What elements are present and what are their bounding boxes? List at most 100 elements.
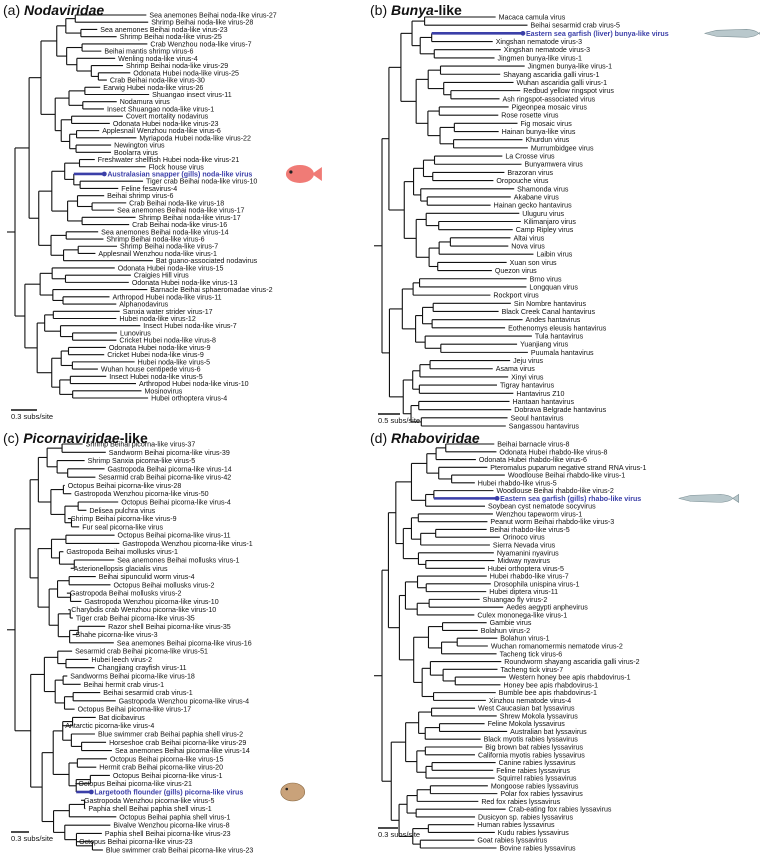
tip-label: Aedes aegypti anphevirus (506, 604, 588, 612)
tip-label: Bolahun virus-2 (481, 627, 530, 635)
tip-label: Sea anemones Beihai picorna-like virus-1… (117, 639, 252, 647)
tip-label: Shamonda virus (517, 185, 569, 193)
tip-label: Hubei leech virus-2 (91, 656, 152, 664)
tip-label: Big brown bat rabies lyssavirus (485, 744, 583, 752)
tip-label: West Caucasian bat lyssavirus (478, 705, 575, 713)
tip-label: Gastropoda Wenzhou picorna-like virus-10 (84, 598, 218, 606)
tip-label: Crab Beihai noda-like virus-16 (132, 221, 227, 229)
tip-label: Hubei noda-like virus-5 (138, 358, 211, 366)
garfish-icon (704, 29, 760, 38)
tip-label: Asterionellopsis glacialis virus (74, 565, 168, 573)
tip-label: Tigray hantavirus (500, 382, 555, 390)
tip-label: Honey bee apis rhabdovirus-1 (503, 681, 598, 689)
tip-label: Beihai mantis shrimp virus-6 (104, 48, 193, 56)
tip-label: Beihai sesarmid crab virus-1 (103, 689, 193, 697)
panel-a-nodaviridae: (a) Nodaviridae Sea anemones Beihai noda… (3, 2, 375, 422)
tip-label: Xingshan nematode virus-3 (504, 46, 590, 54)
flounder-fish-icon (280, 782, 306, 802)
tip-label: Xinzhou nematode virus-4 (489, 697, 571, 705)
tip-label: Lunovirus (120, 329, 151, 337)
tip-label: Feline rabies lyssavirus (496, 767, 570, 775)
tip-label: Cricket Hubei noda-like virus-9 (107, 351, 204, 359)
tip-label: Wuhan house centipede virus-6 (101, 366, 201, 374)
panel-title: (a) Nodaviridae (3, 2, 105, 18)
tip-label: Hubei orthoptera virus-4 (151, 395, 227, 403)
tip-label: Sierra Nevada virus (493, 542, 556, 550)
tip-label: Canine rabies lyssavirus (499, 759, 576, 767)
tip-label: Camp Ripley virus (516, 226, 574, 234)
tip-label: Beihai shrimp virus-6 (107, 192, 173, 200)
tip-label: Akabane virus (514, 193, 559, 201)
tip-label: Blue swimmer crab Beihai paphia shell vi… (98, 731, 243, 739)
tip-label: Sea anemones Beihai noda-like virus-14 (101, 228, 228, 236)
tip-label: Shrew Mokola lyssavirus (500, 712, 579, 720)
highlight-node-dot (520, 30, 526, 36)
tip-label: Xuan son virus (510, 259, 557, 267)
tip-label: Odonata Hubei noda-like virus-9 (109, 344, 211, 352)
tip-label: Pteromalus puparum negative strand RNA v… (490, 464, 646, 472)
tip-label: Nyamanini nyavirus (497, 549, 559, 557)
tip-label: La Crosse virus (505, 153, 555, 161)
tip-label: Polar fox rabies lyssavirus (500, 790, 583, 798)
tip-label: Rockport virus (493, 292, 539, 300)
tip-label: Gastropoda Wenzhou picorna-like virus-1 (122, 540, 252, 548)
tip-label: Shrimp Beihai picorna-like virus-9 (71, 515, 177, 523)
tip-label: Myriapoda Hubei noda-like virus-22 (139, 134, 251, 142)
tip-label: Soybean cyst nematode socyvirus (488, 503, 596, 511)
highlighted-virus-label: Eastern sea garfish (liver) bunya-like v… (526, 30, 669, 38)
tip-label: Feline Mokola lyssavirus (488, 720, 566, 728)
tip-label: Octopus Beihai picorna-like virus-11 (118, 532, 231, 540)
tip-label: Beihai sesarmid crab virus-5 (530, 22, 620, 30)
tip-label: Altai virus (514, 234, 545, 242)
scale-bar-label: 0.3 subs/site (11, 412, 53, 421)
tip-label: Octopus Beihai picorna-like virus-21 (78, 780, 192, 788)
tip-label: Sea anemones Beihai noda-like virus-27 (149, 12, 276, 20)
tip-label: Beihai sipunculid worm virus-4 (99, 573, 195, 581)
highlight-node-dot (88, 789, 94, 795)
tip-label: Newington virus (114, 142, 165, 150)
tip-label: Freshwater shellfish Hubei noda-like vir… (98, 156, 240, 164)
tip-label: Antarctic picorna-like virus-4 (65, 722, 154, 730)
tip-label: Shrimp Beihai noda-like virus-17 (139, 214, 241, 222)
tip-label: Australian bat lyssavirus (510, 728, 587, 736)
tip-label: Oropouche virus (496, 177, 548, 185)
tip-label: Crab Wenzhou noda-like virus-7 (150, 40, 251, 48)
tip-label: Hubei rhabdo-like virus-7 (490, 573, 569, 581)
panel-d-rhaboviridae: (d) Rhaboviridae Beihai barnacle virus-8… (370, 430, 758, 853)
tip-label: Western honey bee apis rhabdovirus-1 (509, 674, 631, 682)
tip-label: Sanxia water strider virus-17 (123, 308, 213, 316)
tip-label: Yuanjiang virus (520, 341, 569, 349)
tip-label: Tacheng tick virus-7 (501, 666, 564, 674)
panel-title: (d) Rhaboviridae (370, 430, 480, 446)
tip-label: Octopus Beihai picorna-like virus-23 (79, 838, 193, 846)
tip-label: Eothenomys eleusis hantavirus (508, 324, 607, 332)
tip-label: Hubei diptera virus-11 (489, 588, 558, 596)
tip-label: Dobrava Belgrade hantavirus (514, 406, 606, 414)
tip-label: Shuangao insect virus-11 (152, 91, 232, 99)
tip-label: Black Creek Canal hantavirus (502, 308, 596, 316)
highlight-node-dot (494, 495, 500, 501)
tip-label: Octopus Beihai picorna-like virus-4 (121, 499, 231, 507)
tip-label: Crab Beihai noda-like virus-30 (110, 77, 205, 85)
tip-label: Hubei noda-like virus-12 (119, 315, 196, 323)
tip-label: Charybdis crab Wenzhou picorna-like viru… (71, 606, 216, 614)
tip-label: Jeju virus (513, 357, 543, 365)
scale-bar: 0.5 subs/site (378, 413, 420, 425)
tip-label: Black myotis rabies lyssavirus (484, 736, 579, 744)
tip-label: Mosinovirus (145, 387, 183, 395)
tip-label: Crab Beihai noda-like virus-18 (129, 199, 224, 207)
tip-label: Bivalve Wenzhou picorna-like virus-8 (113, 822, 229, 830)
phylogenetic-tree: Shrimp Beihai picorna-like virus-37Sandw… (7, 441, 306, 855)
tip-label: Shahe picorna-like virus-3 (76, 631, 158, 639)
tip-label: Bat guano-associated nodavirus (156, 257, 258, 265)
tip-label: Odonata Hubei rhabdo-like virus-6 (479, 456, 587, 464)
tip-label: Gastropoda Beihai mollusks virus-2 (70, 590, 182, 598)
tip-label: Sesarmid crab Beihai picorna-like virus-… (98, 474, 231, 482)
tip-label: Wenzhou tapeworm virus-1 (496, 510, 582, 518)
tip-label: Gastropoda Beihai picorna-like virus-14 (108, 465, 232, 473)
tip-label: Insect Shuangao noda-like virus-1 (107, 105, 214, 113)
snapper-fish-icon (285, 164, 322, 183)
tip-label: Paphia shell Beihai paphia shell virus-1 (88, 805, 211, 813)
tip-label: Redbud yellow ringspot virus (523, 87, 614, 95)
